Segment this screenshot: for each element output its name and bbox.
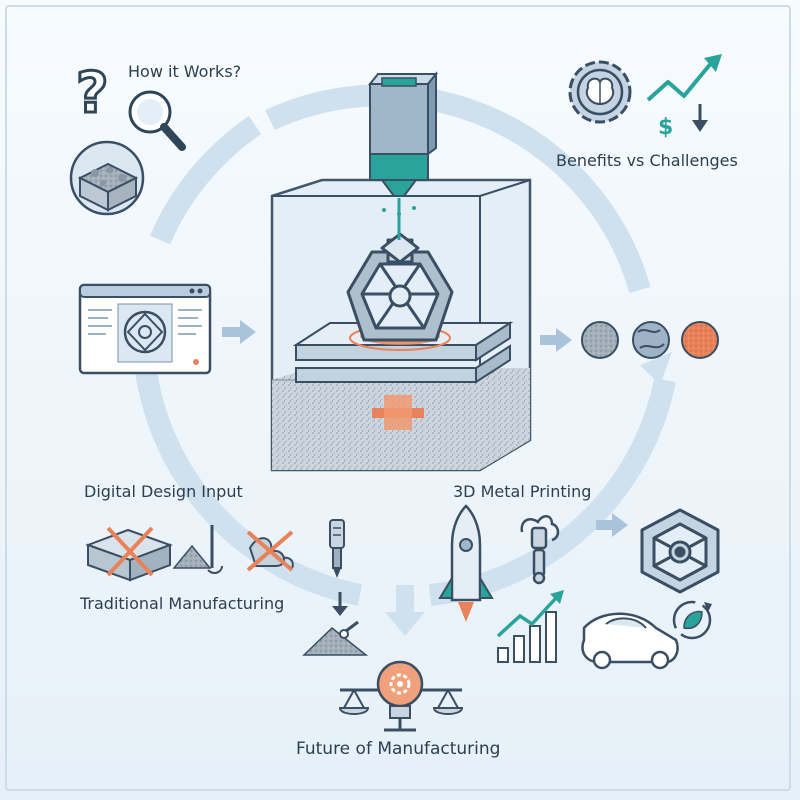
eco-recycle-icon: [672, 600, 712, 640]
laser-nozzle: [367, 71, 439, 240]
magnifying-glass-icon: [128, 90, 186, 151]
lattice-part-icon: [640, 508, 720, 594]
lattice-part: [346, 232, 454, 342]
rocket-icon: [438, 504, 494, 622]
scrap-crossed-icon: [246, 530, 294, 572]
dollar-symbol: $: [658, 115, 673, 140]
scale-bulb-icon: [338, 660, 464, 732]
cutting-tool-icon: [329, 519, 345, 578]
bar-chart-icon: [496, 590, 564, 663]
ring-arrow-bottom: [385, 612, 425, 636]
benefits-vs-challenges-label: Benefits vs Challenges: [556, 151, 738, 170]
metal-block-icon: [85, 526, 173, 582]
svg-text:?: ?: [76, 61, 108, 126]
arrow-to-printer: [222, 320, 256, 344]
metal-printing-label: 3D Metal Printing: [453, 482, 592, 501]
arrow-to-powder: [540, 328, 572, 352]
powder-bed-icon: [69, 140, 145, 216]
brain-gear-icon: [568, 60, 632, 124]
metal-printer-chamber: [270, 71, 532, 472]
arrow-to-lattice: [596, 513, 628, 537]
question-mark-icon: ?: [75, 60, 110, 128]
down-arrow-icon: [332, 592, 348, 616]
outer-frame: [5, 5, 791, 791]
how-it-works-label: How it Works?: [128, 62, 242, 81]
cad-window-icon: [78, 283, 212, 375]
robot-arm-icon: [520, 515, 560, 585]
metal-powder-spheres-icon: [581, 321, 719, 359]
traditional-manufacturing-label: Traditional Manufacturing: [80, 594, 285, 613]
drill-chips-icon: [172, 525, 223, 574]
future-of-manufacturing-label: Future of Manufacturing: [296, 739, 501, 759]
sports-car-icon: [581, 612, 679, 670]
trend-arrow-icon: [646, 54, 722, 132]
digital-design-input-label: Digital Design Input: [84, 482, 243, 501]
chip-pile-icon: [302, 620, 369, 656]
ring-arrow-right: [640, 352, 672, 385]
